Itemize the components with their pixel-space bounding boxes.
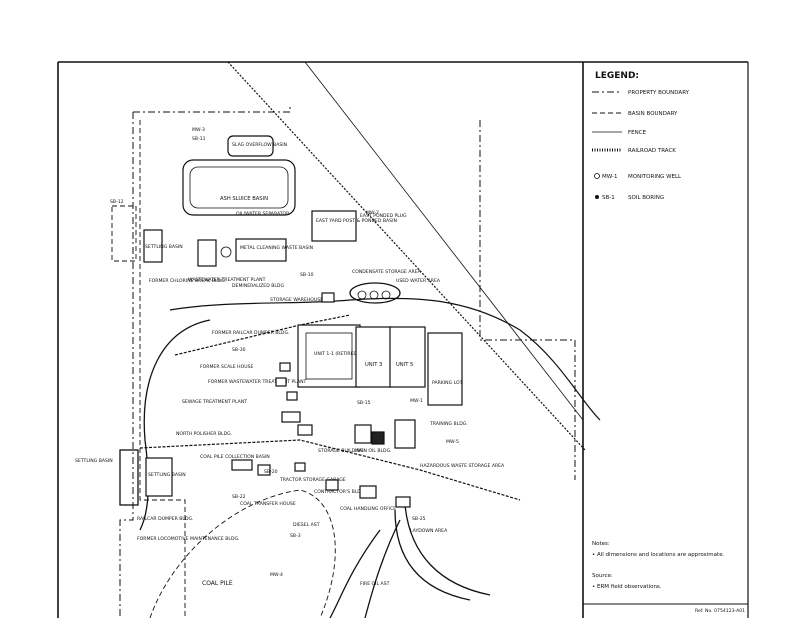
settling-basins-south: SETTLING BASIN SETTLING BASIN xyxy=(75,449,186,506)
legend-item-soil: SOIL BORING xyxy=(628,195,664,201)
label-former-scale: FORMER SCALE HOUSE xyxy=(200,364,254,370)
railroad-loop xyxy=(169,297,601,421)
notes-text: • All dimensions and locations are appro… xyxy=(592,552,725,558)
property-boundary-top xyxy=(133,105,291,113)
power-plant-units: UNIT 1-1 (RETIRED) UNIT 3 UNIT 5 PARKING… xyxy=(297,324,463,406)
east-yard-basin: EAST YARD POST & PONDED BASIN xyxy=(311,210,397,242)
legend-item-fence: FENCE xyxy=(628,130,647,136)
footer-ref: Ref. No. 0754123-A01 xyxy=(695,608,745,614)
coal-pile-outline xyxy=(149,489,336,618)
soil-boring-icon xyxy=(595,195,599,199)
slag-overflow-basin: SLAG OVERFLOW BASIN xyxy=(227,135,287,157)
label-slag-overflow: SLAG OVERFLOW BASIN xyxy=(232,142,287,148)
label-wastewater: WASTEWATER TREATMENT PLANT xyxy=(188,277,266,283)
label-sb30: SB-30 xyxy=(232,347,246,353)
label-east-yard: EAST YARD POST & PONDED BASIN xyxy=(316,218,397,224)
source-text: • ERM field observations. xyxy=(592,584,662,590)
label-coal-transfer: COAL TRANSFER HOUSE xyxy=(240,501,296,507)
label-unit1: UNIT 1-1 (RETIRED) xyxy=(314,351,359,357)
label-east-ponded-plug: EAST PONDED PLUG xyxy=(360,213,407,219)
label-condensate: CONDENSATE STORAGE AREA xyxy=(352,269,422,275)
label-unit3: UNIT 3 xyxy=(365,362,382,368)
label-former-railcar: FORMER RAILCAR DUMPER BLDG. xyxy=(212,330,290,336)
label-coal-pile: COAL PILE xyxy=(202,580,233,587)
road-river-2 xyxy=(404,504,491,596)
road-bottom xyxy=(329,529,381,618)
metal-cleaning-basin: METAL CLEANING WASTE BASIN xyxy=(235,238,313,262)
property-boundary xyxy=(119,112,134,618)
road-west xyxy=(139,319,211,531)
wastewater-plant: WASTEWATER TREATMENT PLANT xyxy=(188,239,266,283)
label-ash-sluice: ASH SLUICE BASIN xyxy=(220,196,268,202)
label-demineralized: DEMINERALIZED BLDG xyxy=(232,283,284,289)
label-metal-cleaning: METAL CLEANING WASTE BASIN xyxy=(240,245,313,251)
legend-symbol-sb: SB-1 xyxy=(602,195,615,201)
notes-title: Notes: xyxy=(592,541,610,547)
label-oil-water: OIL/WATER SEPARATOR xyxy=(236,211,290,217)
monitoring-well-icon xyxy=(594,173,600,179)
label-diesel-ast: DIESEL AST xyxy=(293,522,320,528)
legend-item-monitoring: MONITORING WELL xyxy=(628,174,682,180)
label-sb11: SB-11 xyxy=(192,136,206,142)
road-bottom-2 xyxy=(364,519,401,618)
condensate-area: CONDENSATE STORAGE AREA xyxy=(349,269,422,304)
label-settling-basin3: SETTLING BASIN xyxy=(75,458,113,464)
label-storage-bldg: STORAGE BUILDING xyxy=(318,448,364,454)
label-mw2: MW-2 xyxy=(366,210,379,216)
label-training: TRAINING BLDG. xyxy=(429,421,468,427)
label-railcar-dumper: RAILCAR DUMPER BLDG. xyxy=(137,516,194,522)
label-mw4: MW-4 xyxy=(270,572,283,578)
label-mw3: MW-3 xyxy=(192,127,205,133)
label-settling-basin2: SETTLING BASIN xyxy=(148,472,186,478)
label-mw1: MW-1 xyxy=(410,398,423,404)
label-sb15: SB-15 xyxy=(357,400,371,406)
label-sb20: SB-20 xyxy=(264,469,278,475)
source-title: Source: xyxy=(592,573,613,579)
label-mw5: MW-5 xyxy=(446,439,459,445)
label-north-polisher: NORTH POLISHER BLDG. xyxy=(176,431,232,437)
legend-title: LEGEND: xyxy=(595,71,639,81)
label-coal-pile-collection: COAL PILE COLLECTION BASIN xyxy=(200,454,270,460)
warehouse-bldg xyxy=(321,292,335,303)
label-sb12: SB-12 xyxy=(110,199,124,205)
label-coal-handling: COAL HANDLING OFFICE xyxy=(340,506,396,512)
label-sb22: SB-22 xyxy=(232,494,246,500)
railroad-diagonal xyxy=(227,61,586,451)
fence-line xyxy=(139,120,186,618)
label-used-water: USED WATER AREA xyxy=(396,278,441,284)
misc-buildings xyxy=(231,362,416,508)
label-laydown: LAYDOWN AREA xyxy=(410,528,448,534)
map-frame xyxy=(57,61,749,618)
settling-basin-left: SETTLING BASIN xyxy=(111,205,183,263)
notes-block: Notes: • All dimensions and locations ar… xyxy=(583,541,748,614)
ash-sluice-basin: ASH SLUICE BASIN xyxy=(182,159,296,216)
label-storage-warehouse: STORAGE WAREHOUSE xyxy=(270,297,323,303)
sample-points: MW-3 SB-11 MW-2 SB-12 SB-10 SB-30 MW-1 M… xyxy=(110,127,459,578)
legend-item-basin: BASIN BOUNDARY xyxy=(628,111,678,117)
label-contractor: CONTRACTOR'S BLDG. xyxy=(314,489,366,495)
legend-item-railroad: RAILROAD TRACK xyxy=(628,148,676,154)
label-sb3: SB-3 xyxy=(290,533,301,539)
road-river xyxy=(394,509,471,601)
label-sb25: SB-25 xyxy=(412,516,426,522)
label-chlorine: FORMER CHLORINE BREAK BLDG. xyxy=(149,278,226,284)
label-main-oil: MAIN OIL BLDG. xyxy=(355,448,392,454)
railroad-bottom xyxy=(139,439,521,501)
label-unit5: UNIT 5 xyxy=(396,362,413,368)
property-boundary-right xyxy=(479,120,576,480)
label-sb10: SB-10 xyxy=(300,272,314,278)
label-settling-basin: SETTLING BASIN xyxy=(145,244,183,250)
label-hazardous: HAZARDOUS WASTE STORAGE AREA xyxy=(420,463,505,469)
label-sewage: SEWAGE TREATMENT PLANT xyxy=(182,399,247,405)
label-former-loco: FORMER LOCOMOTIVE MAINTENANCE BLDG. xyxy=(137,536,240,542)
legend: LEGEND: PROPERTY BOUNDARY BASIN BOUNDARY… xyxy=(592,71,690,201)
label-tractor: TRACTOR STORAGE GARAGE xyxy=(279,477,346,483)
label-former-wastewater: FORMER WASTEWATER TREATMENT PLANT xyxy=(208,379,307,385)
legend-symbol-mw: MW-1 xyxy=(602,174,617,180)
label-parking: PARKING LOT xyxy=(432,380,463,386)
legend-item-property: PROPERTY BOUNDARY xyxy=(628,90,690,96)
label-fire-oil: FIRE OIL AST xyxy=(360,581,390,587)
